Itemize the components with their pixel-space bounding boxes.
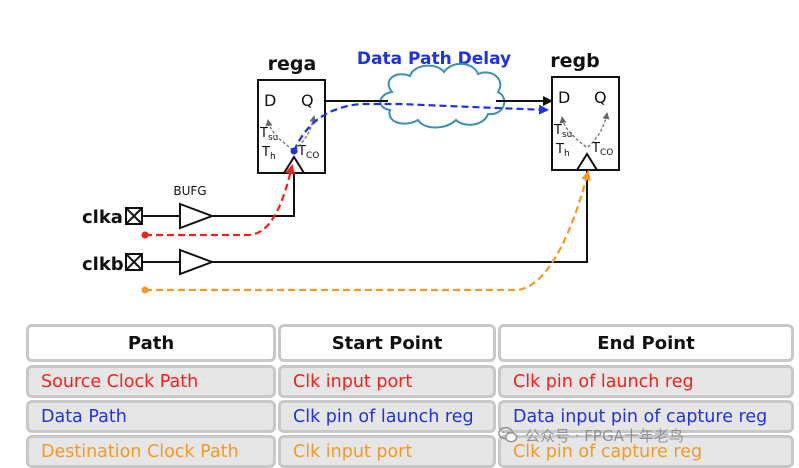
bufg-label: BUFG	[173, 184, 206, 198]
svg-text:Th: Th	[555, 142, 570, 159]
svg-text:TCO: TCO	[297, 144, 319, 161]
bufg-buffer-icon	[179, 202, 215, 230]
clka-port-icon	[125, 207, 143, 225]
delay-cloud	[379, 63, 506, 129]
register-b-tco: T	[591, 141, 600, 156]
table-cell-end-point: Data input pin of capture reg	[498, 400, 794, 433]
table-cell-start-point: Clk input port	[278, 365, 496, 398]
clkb-port-icon	[125, 253, 143, 271]
table-cell-start-point: Clk pin of launch reg	[278, 400, 496, 433]
wechat-icon	[498, 426, 518, 443]
register-a-tsu: T	[259, 126, 268, 141]
register-b-name: regb	[550, 50, 599, 72]
svg-text:Tsu: Tsu	[259, 126, 278, 143]
register-b-q-pin: Q	[594, 88, 607, 107]
clkb-buffer-icon	[179, 248, 215, 276]
table-cell-end-point: Clk pin of launch reg	[498, 365, 794, 398]
clka-label: clka	[82, 207, 123, 228]
destination-clock-path-trace	[141, 170, 591, 294]
register-b-tsu: T	[553, 123, 562, 138]
register-a-th-sub: h	[270, 152, 276, 162]
register-a-q-pin: Q	[301, 91, 314, 110]
register-b-d-pin: D	[558, 88, 570, 107]
table-cell-path: Data Path	[26, 400, 276, 433]
clkb-label: clkb	[82, 254, 124, 275]
data-path-delay-label: Data Path Delay	[357, 49, 511, 69]
svg-text:Th: Th	[261, 145, 276, 162]
data-path-trace	[290, 102, 549, 155]
register-a-name: rega	[268, 53, 317, 75]
table-cell-start-point: Clk input port	[278, 435, 496, 468]
register-b-th-sub: h	[564, 149, 570, 159]
register-b-tco-sub: CO	[600, 148, 613, 158]
column-header-start-point: Start Point	[278, 324, 496, 362]
source-clock-path-trace	[141, 164, 296, 239]
register-a-tco-sub: CO	[306, 151, 319, 161]
watermark: 公众号 · FPGA十年老鸟	[497, 423, 777, 447]
svg-text:Tsu: Tsu	[553, 123, 572, 140]
timing-path-table: Path Start Point End Point Source Clock …	[26, 324, 794, 468]
register-b-box	[551, 76, 620, 171]
column-header-path: Path	[26, 324, 276, 362]
clkb-input: clkb	[82, 170, 588, 276]
register-a-box	[257, 79, 326, 174]
register-b-tsu-sub: su	[562, 130, 572, 140]
register-a-th: T	[261, 145, 270, 160]
timing-path-diagram: Data Path Delay rega D Q Tsu Th TCO regb…	[82, 49, 620, 294]
clka-input: clka BUFG	[82, 173, 295, 230]
column-header-end-point: End Point	[498, 324, 794, 362]
table-cell-path: Source Clock Path	[26, 365, 276, 398]
table-cell-path: Destination Clock Path	[26, 435, 276, 468]
register-a-d-pin: D	[264, 91, 276, 110]
register-b: regb D Q Tsu Th TCO	[550, 50, 620, 171]
register-a: rega D Q Tsu Th TCO	[257, 53, 326, 174]
register-a-tco: T	[297, 144, 306, 159]
register-b-th: T	[555, 142, 564, 157]
svg-text:TCO: TCO	[591, 141, 613, 158]
register-a-tsu-sub: su	[268, 133, 278, 143]
watermark-text: 公众号 · FPGA十年老鸟	[525, 426, 684, 445]
register-b-clock-triangle	[576, 152, 598, 171]
